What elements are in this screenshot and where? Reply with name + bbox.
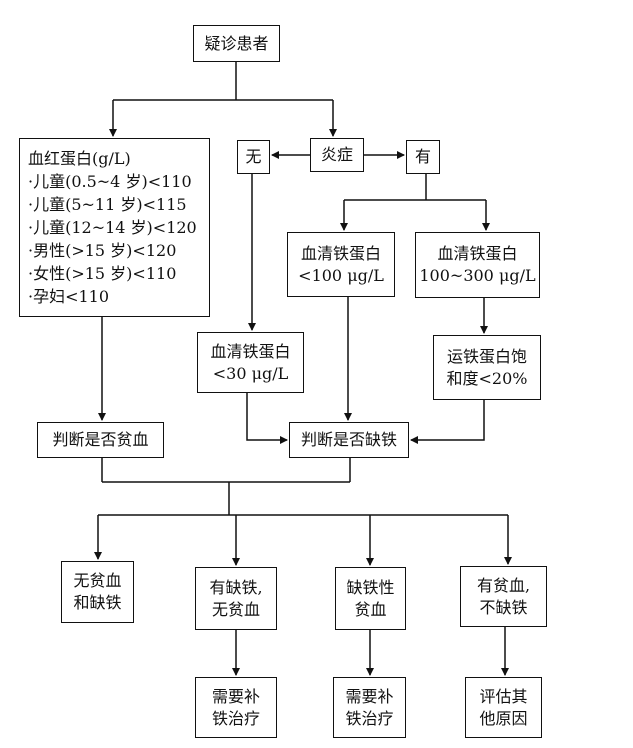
node-judge-iron: 判断是否缺铁 bbox=[289, 422, 409, 458]
ferritin-mid-line: 100~300 μg/L bbox=[419, 266, 536, 285]
node-outcome-no-anemia-no-deficiency: 无贫血 和缺铁 bbox=[61, 561, 134, 623]
node-yes: 有 bbox=[406, 140, 440, 174]
node-action-iron-therapy-1: 需要补 铁治疗 bbox=[195, 677, 277, 738]
out3-line: 缺铁性 bbox=[346, 577, 395, 597]
node-ferritin-mid: 血清铁蛋白 100~300 μg/L bbox=[415, 232, 540, 298]
hb-item: ·孕妇<110 bbox=[28, 287, 110, 306]
out2-line: 有缺铁, bbox=[209, 577, 263, 597]
ferritin-low-line: <100 μg/L bbox=[298, 265, 384, 285]
node-action-evaluate-other-causes: 评估其 他原因 bbox=[465, 677, 542, 738]
hb-item: ·儿童(5~11 岁)<115 bbox=[28, 195, 187, 214]
node-suspect-label: 疑诊患者 bbox=[204, 33, 269, 53]
out1-line: 无贫血 bbox=[73, 571, 122, 590]
node-action-iron-therapy-2: 需要补 铁治疗 bbox=[333, 677, 406, 738]
node-judge-anemia-label: 判断是否贫血 bbox=[52, 430, 149, 449]
tsat-line: 运铁蛋白饱 bbox=[446, 346, 527, 366]
node-outcome-iron-deficiency-anemia: 缺铁性 贫血 bbox=[335, 567, 406, 630]
hb-item: ·男性(>15 岁)<120 bbox=[28, 241, 177, 260]
node-suspect-patient: 疑诊患者 bbox=[193, 25, 280, 62]
action3-line: 评估其 bbox=[479, 686, 528, 706]
node-inflammation: 炎症 bbox=[310, 138, 364, 172]
ferritin-mid-line: 血清铁蛋白 bbox=[437, 244, 518, 263]
hb-item: ·儿童(12~14 岁)<120 bbox=[28, 218, 197, 237]
node-hemoglobin-criteria: 血红蛋白(g/L) ·儿童(0.5~4 岁)<110 ·儿童(5~11 岁)<1… bbox=[19, 138, 210, 317]
node-no: 无 bbox=[237, 140, 270, 174]
node-ferritin-30: 血清铁蛋白 <30 μg/L bbox=[197, 332, 304, 393]
hb-item: ·女性(>15 岁)<110 bbox=[28, 264, 177, 283]
node-yes-label: 有 bbox=[414, 147, 431, 166]
arrow-ferritin30-to-judge-iron bbox=[246, 393, 288, 444]
out2-line: 无贫血 bbox=[211, 599, 260, 619]
out1-line: 和缺铁 bbox=[73, 593, 122, 612]
node-outcome-anemia-no-deficiency: 有贫血, 不缺铁 bbox=[460, 566, 547, 627]
arrow-tsat-to-judge-iron bbox=[410, 400, 485, 444]
ferritin-30-line: 血清铁蛋白 bbox=[210, 341, 291, 361]
action3-line: 他原因 bbox=[479, 708, 528, 728]
node-transferrin-saturation: 运铁蛋白饱 和度<20% bbox=[433, 335, 541, 400]
node-outcome-deficiency-no-anemia: 有缺铁, 无贫血 bbox=[195, 567, 277, 630]
node-judge-iron-label: 判断是否缺铁 bbox=[300, 430, 397, 449]
action1-line: 铁治疗 bbox=[211, 708, 260, 728]
action2-line: 铁治疗 bbox=[345, 708, 394, 728]
hb-title: 血红蛋白(g/L) bbox=[28, 149, 131, 168]
node-no-label: 无 bbox=[245, 147, 262, 166]
action2-line: 需要补 bbox=[345, 686, 394, 706]
out4-line: 不缺铁 bbox=[479, 597, 528, 617]
action1-line: 需要补 bbox=[211, 686, 260, 706]
node-ferritin-low: 血清铁蛋白 <100 μg/L bbox=[287, 232, 395, 297]
hb-item: ·儿童(0.5~4 岁)<110 bbox=[28, 172, 192, 191]
out4-line: 有贫血, bbox=[476, 575, 531, 595]
node-inflammation-label: 炎症 bbox=[320, 145, 353, 164]
node-judge-anemia: 判断是否贫血 bbox=[37, 422, 164, 458]
tsat-line: 和度<20% bbox=[446, 368, 528, 388]
out3-line: 贫血 bbox=[354, 599, 387, 619]
ferritin-low-line: 血清铁蛋白 bbox=[300, 243, 381, 263]
ferritin-30-line: <30 μg/L bbox=[212, 363, 289, 383]
